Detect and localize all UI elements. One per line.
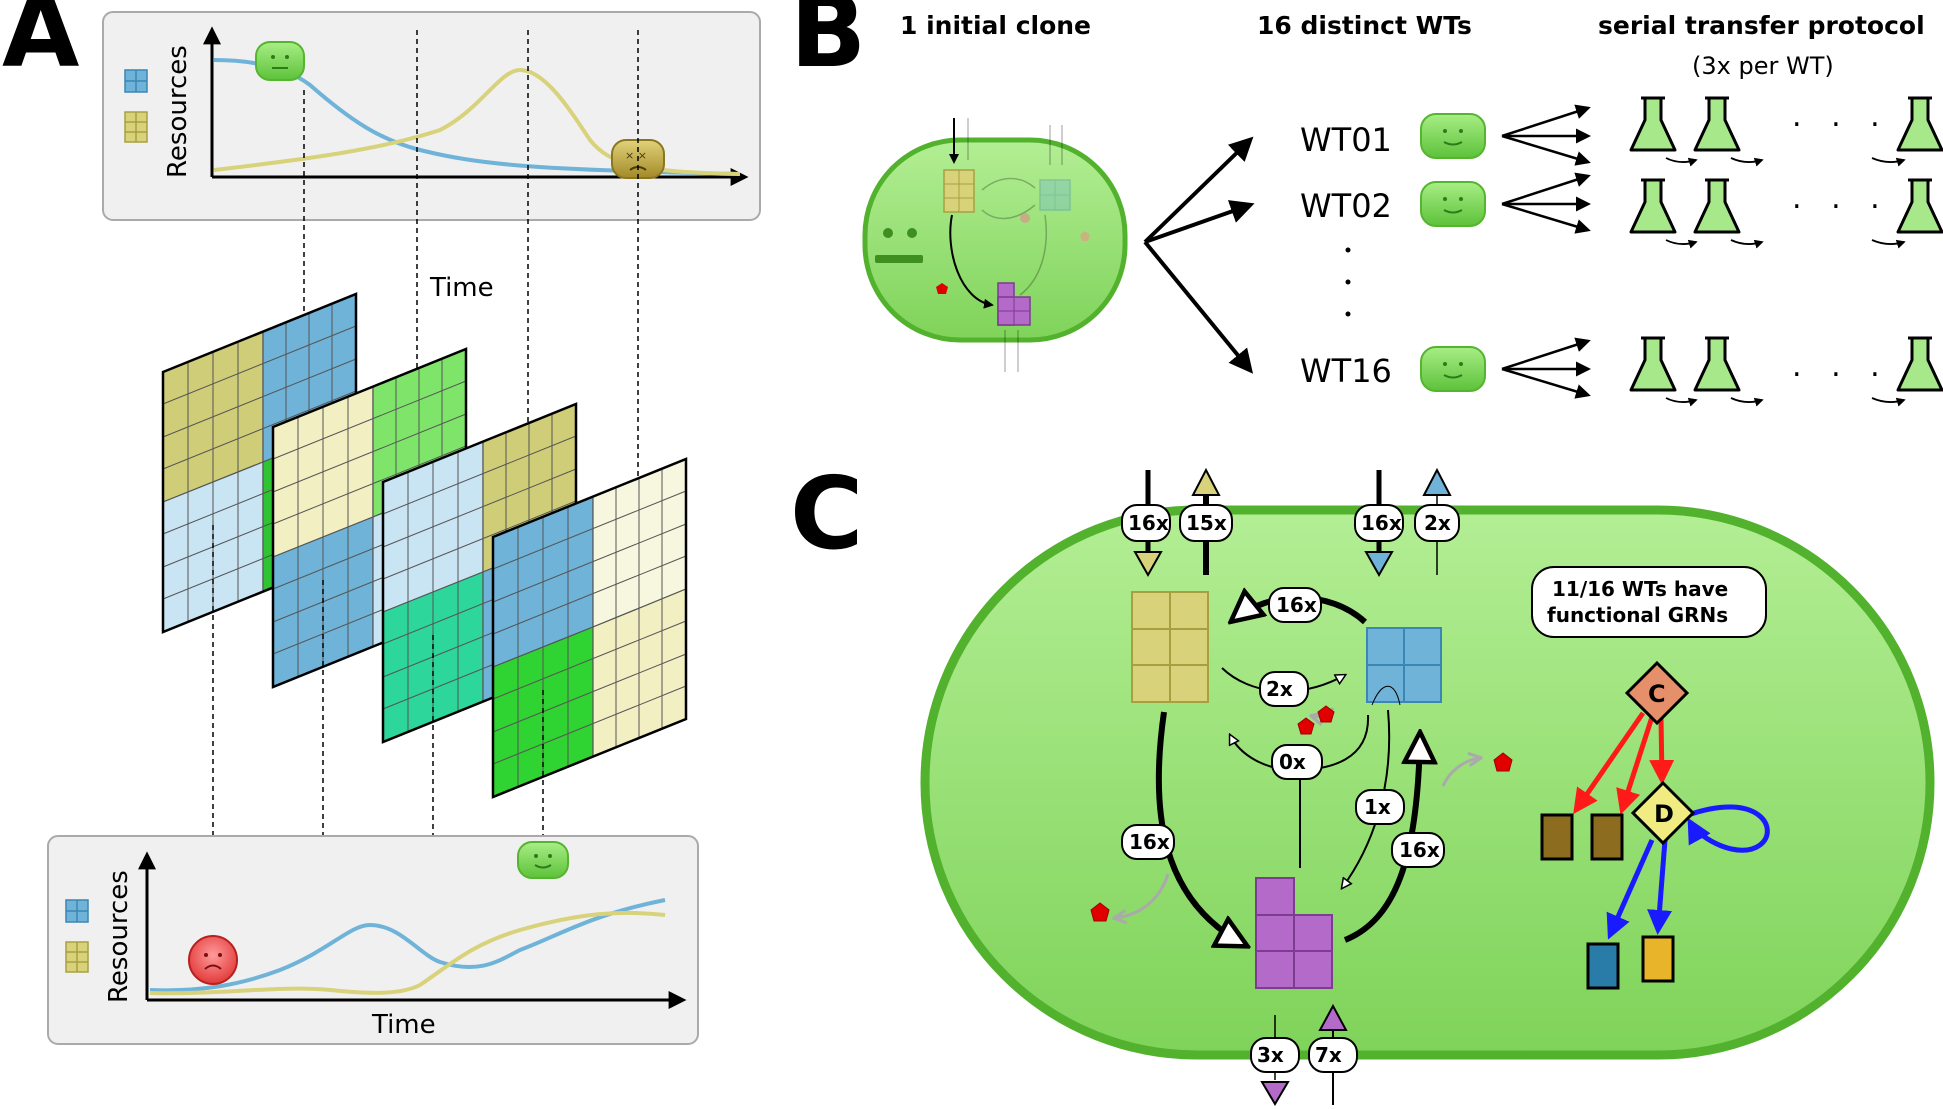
wt-row-16: WT16	[1300, 346, 1486, 392]
flask-icon	[1693, 336, 1741, 392]
flask-row-1: . . .	[1629, 96, 1943, 167]
flask-row-2: . . .	[1629, 178, 1943, 249]
svg-text:2x: 2x	[1266, 677, 1293, 701]
flask-icon	[1896, 96, 1943, 152]
toxin-icon	[1297, 717, 1315, 735]
svg-text:2x: 2x	[1424, 511, 1451, 535]
svg-text:16x: 16x	[1399, 838, 1440, 862]
flask-row-16: . . .	[1629, 336, 1943, 407]
wt01-label: WT01	[1300, 121, 1392, 159]
top-resource-plot: Resources × ×	[102, 11, 761, 221]
wt-row-02: WT02	[1300, 181, 1486, 227]
middle-time-label: Time	[429, 273, 494, 303]
svg-text:15x: 15x	[1186, 511, 1227, 535]
flask-ellipsis: . . .	[1792, 181, 1890, 216]
bottom-blue-curve	[149, 898, 666, 993]
blue-resource-legend-icon	[65, 899, 89, 923]
badge-blue-to-yellow: 16x	[1268, 587, 1322, 623]
svg-text:16x: 16x	[1129, 830, 1170, 854]
flask-icon	[1693, 96, 1741, 152]
svg-text:C: C	[1648, 680, 1666, 708]
svg-text:1x: 1x	[1364, 795, 1391, 819]
flask-ellipsis: . . .	[1792, 99, 1890, 134]
badge-toxin-to-yellow: 0x	[1271, 744, 1323, 780]
svg-text:× ×: × ×	[625, 149, 647, 162]
bottom-ylabel: Resources	[104, 870, 134, 1003]
svg-text:16x: 16x	[1128, 511, 1169, 535]
initial-clone-cell	[862, 118, 1128, 372]
badge-purple-to-blue: 16x	[1391, 832, 1445, 868]
bottom-yellow-curve	[149, 910, 666, 996]
toxin-icon	[1493, 752, 1513, 772]
svg-text:16x: 16x	[1361, 511, 1402, 535]
badge-yellow-to-blue: 2x	[1259, 671, 1309, 707]
happy-microbe-icon	[1420, 113, 1486, 159]
badge-blue-export: 2x	[1414, 504, 1460, 542]
happy-microbe-icon	[1420, 346, 1486, 392]
header-distinct-wts: 16 distinct WTs	[1257, 11, 1472, 40]
gene-yellow	[1641, 935, 1675, 983]
cell-body	[920, 505, 1935, 1060]
gene-brown-2	[1590, 813, 1624, 861]
panel-b-letter: B	[790, 0, 866, 90]
badge-blue-import: 16x	[1354, 504, 1404, 542]
badge-yellow-import: 16x	[1121, 504, 1171, 542]
wt-vertical-dots	[1345, 247, 1351, 317]
grid-stack	[161, 292, 688, 799]
svg-text:7x: 7x	[1315, 1043, 1342, 1067]
svg-text:functional GRNs: functional GRNs	[1547, 603, 1728, 627]
happy-microbe-icon	[517, 841, 569, 879]
wt02-label: WT02	[1300, 187, 1392, 225]
happy-microbe-icon	[255, 41, 305, 81]
wt16-label: WT16	[1300, 352, 1392, 390]
wt-row-01: WT01	[1300, 113, 1486, 159]
yellow-resource-block	[1131, 591, 1209, 703]
badge-blue-to-purple: 1x	[1355, 789, 1405, 825]
badge-yellow-to-purple: 16x	[1121, 824, 1175, 860]
purple-product-block	[1255, 877, 1333, 989]
top-ylabel: Resources	[163, 45, 193, 178]
toxin-icon	[1317, 705, 1335, 723]
svg-text:0x: 0x	[1279, 750, 1306, 774]
reaction-badges: 16x 15x 16x 2x 16x 2x 0x 1x	[1121, 504, 1460, 1073]
badge-yellow-export: 15x	[1179, 504, 1233, 542]
gene-node-d: D	[1630, 780, 1696, 846]
blue-resource-legend-icon	[124, 69, 148, 93]
flask-icon	[1629, 336, 1677, 392]
transfer-fan-arrows	[1501, 104, 1591, 399]
clone-branch-arrows	[1143, 136, 1255, 374]
badge-purple-import: 7x	[1308, 1037, 1358, 1073]
flask-icon	[1629, 178, 1677, 234]
toxin-icons	[1090, 705, 1513, 922]
flask-icon	[1693, 178, 1741, 234]
bottom-resource-plot: Resources Time	[47, 835, 699, 1045]
flask-icon	[1896, 336, 1943, 392]
badge-purple-export: 3x	[1250, 1037, 1300, 1073]
grn-note-box: 11/16 WTs have functional GRNs	[1531, 566, 1767, 638]
header-initial-clone: 1 initial clone	[900, 11, 1091, 40]
gene-blue	[1586, 942, 1620, 990]
happy-microbe-icon	[1420, 181, 1486, 227]
blue-resource-block	[1366, 627, 1442, 703]
toxin-icon	[1090, 902, 1110, 922]
header-serial-transfer: serial transfer protocol	[1598, 11, 1925, 40]
flask-icon	[1896, 178, 1943, 234]
flask-ellipsis: . . .	[1792, 349, 1890, 384]
yellow-resource-legend-icon	[124, 111, 148, 143]
bottom-xlabel: Time	[371, 1010, 436, 1040]
sad-microbe-icon	[188, 935, 238, 985]
svg-text:16x: 16x	[1276, 593, 1317, 617]
svg-text:D: D	[1654, 800, 1674, 828]
svg-text:3x: 3x	[1257, 1043, 1284, 1067]
gene-brown-1	[1540, 813, 1574, 861]
svg-text:11/16 WTs have: 11/16 WTs have	[1552, 577, 1728, 601]
yellow-resource-legend-icon	[65, 941, 89, 973]
panel-a-letter: A	[2, 0, 79, 90]
panel-c-letter: C	[790, 455, 863, 572]
gene-node-c: C	[1624, 660, 1690, 726]
gene-regulatory-network: C D	[1540, 660, 1770, 990]
flask-icon	[1629, 96, 1677, 152]
protocol-note: (3x per WT)	[1692, 52, 1834, 80]
